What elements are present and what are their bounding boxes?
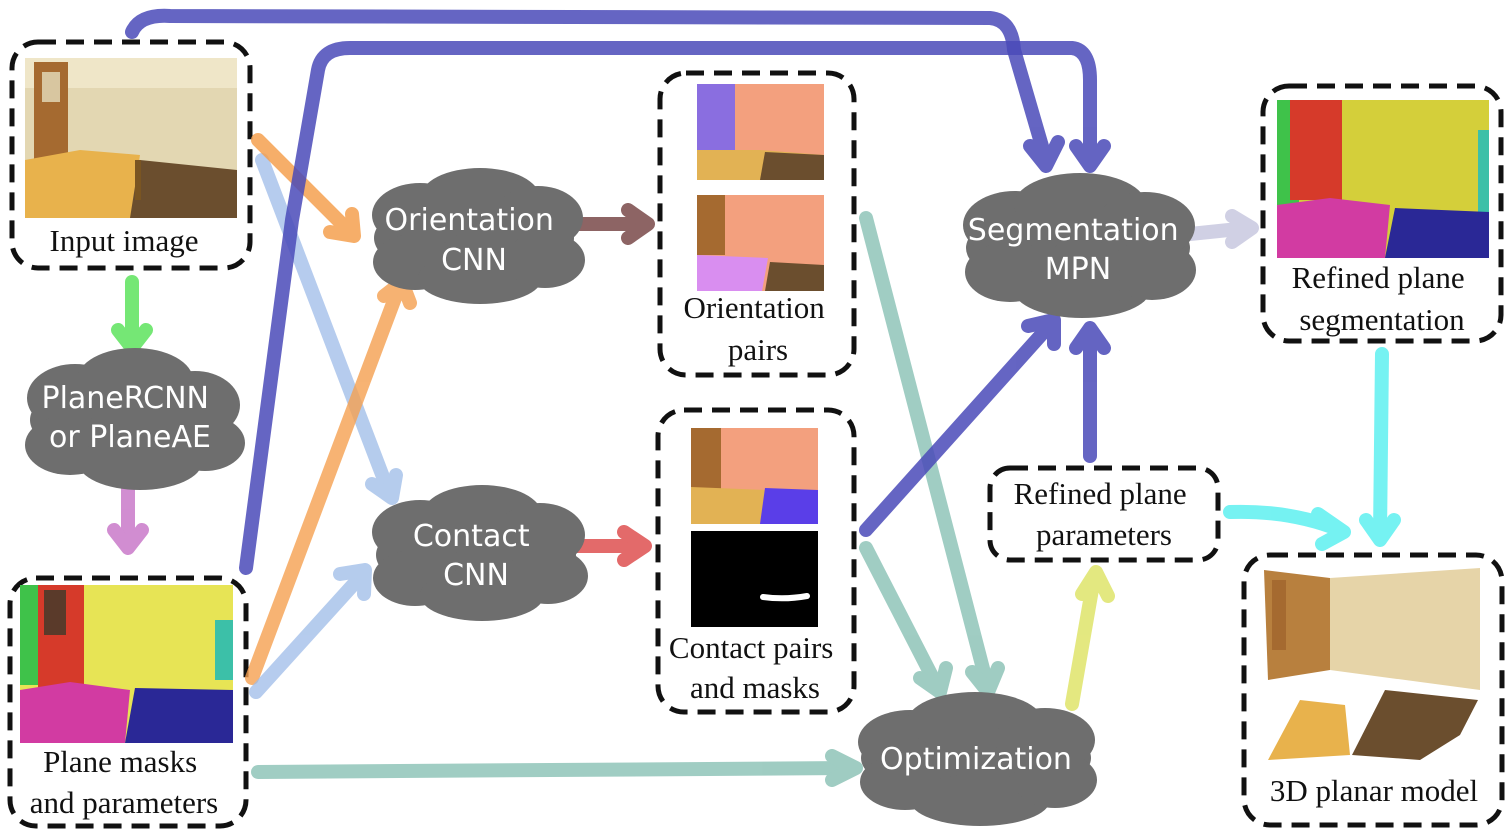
planercnn-cloud: PlaneRCNN or PlaneAE <box>25 348 245 490</box>
segmentation-mpn-cloud: Segmentation MPN <box>963 173 1196 318</box>
arrow-params-to-mpn <box>1069 321 1111 463</box>
contact-pairs-caption: Contact pairs and masks <box>669 630 841 705</box>
arrow-orientation-cnn-to-pairs <box>565 203 655 245</box>
orientation-pair-image-2 <box>697 195 824 291</box>
plane-masks-node: Plane masks and parameters <box>7 575 249 829</box>
arrow-contact-pairs-to-mpn <box>859 313 1061 537</box>
contact-pairs-node: Contact pairs and masks <box>655 407 857 715</box>
arrow-mpn-to-refined-seg <box>1183 209 1259 249</box>
arrow-planercnn-to-masks <box>107 479 149 555</box>
arrow-refined-seg-to-model <box>1359 347 1401 547</box>
optimization-label: Optimization <box>880 742 1072 777</box>
arrow-input-to-mpn <box>125 8 1065 173</box>
orientation-cnn-cloud-shape <box>372 168 585 304</box>
orientation-pairs-caption: Orientation pairs <box>684 290 833 367</box>
arrow-masks-to-optimization <box>251 749 863 787</box>
contact-pair-image <box>691 428 818 524</box>
optimization-cloud-shape <box>858 692 1097 826</box>
planercnn-cloud-shape <box>25 348 245 490</box>
planar-model-node: 3D planar model <box>1241 552 1505 828</box>
input-image-photo <box>25 58 237 218</box>
input-image-node: Input image <box>9 39 253 271</box>
input-image-caption: Input image <box>50 223 199 258</box>
contact-mask-image <box>691 531 818 627</box>
refined-params-box <box>987 465 1221 563</box>
segmentation-mpn-label: Segmentation MPN <box>968 213 1188 287</box>
arrow-params-to-model <box>1223 504 1351 551</box>
orientation-cnn-label: Orientation CNN <box>385 203 564 278</box>
arrow-input-to-contact <box>255 153 403 505</box>
arrow-input-to-planercnn <box>111 275 153 355</box>
refined-seg-photo <box>1277 100 1489 258</box>
segmentation-mpn-cloud-shape <box>963 173 1196 318</box>
refined-seg-node: Refined plane segmentation <box>1260 83 1504 344</box>
refined-seg-caption: Refined plane segmentation <box>1292 260 1473 337</box>
optimization-cloud: Optimization <box>858 692 1097 826</box>
arrow-masks-to-mpn <box>239 41 1111 575</box>
contact-cnn-cloud-shape <box>372 485 588 621</box>
orientation-cnn-cloud: Orientation CNN <box>372 168 585 304</box>
contact-cnn-cloud: Contact CNN <box>372 485 588 621</box>
arrows <box>107 8 1401 787</box>
arrow-contact-cnn-to-pairs <box>567 525 652 567</box>
arrow-contact-pairs-to-optimization <box>859 541 953 699</box>
refined-params-caption: Refined plane parameters <box>1014 476 1195 552</box>
arrow-optimization-to-params <box>1065 565 1115 711</box>
orientation-pairs-node: Orientation pairs <box>657 70 857 378</box>
plane-masks-photo <box>20 585 233 743</box>
orientation-pair-image-1 <box>697 84 824 180</box>
plane-masks-caption: Plane masks and parameters <box>30 744 218 820</box>
refined-params-node: Refined plane parameters <box>987 465 1221 563</box>
contact-cnn-label: Contact CNN <box>413 519 539 593</box>
planar-model-caption: 3D planar model <box>1270 773 1478 808</box>
planercnn-label: PlaneRCNN or PlaneAE <box>41 381 218 455</box>
arrow-masks-to-contact <box>249 563 372 699</box>
planar-model-render <box>1264 568 1480 760</box>
